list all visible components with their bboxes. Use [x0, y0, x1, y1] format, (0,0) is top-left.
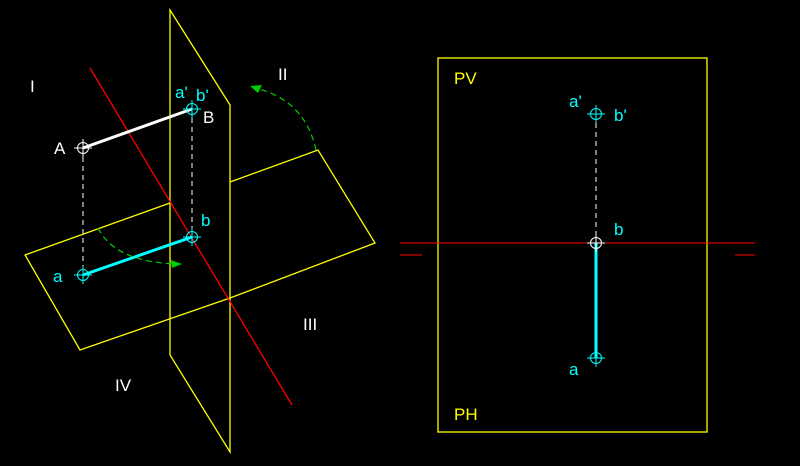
plane-PV-label: PV [454, 69, 477, 88]
point-b-marker-ortho [587, 234, 605, 252]
segment-ab [82, 235, 193, 277]
point-A-label: A [54, 139, 66, 158]
quadrant-III-label: III [303, 315, 317, 334]
projection-frame [437, 57, 708, 433]
point-B-label: B [203, 108, 214, 127]
point-b-prime-label: b' [196, 86, 209, 105]
segment-AB [82, 107, 193, 150]
point-A-marker [74, 139, 92, 157]
point-b-marker [183, 228, 201, 246]
plane-PH-label: PH [454, 405, 478, 424]
point-b-label-ortho: b [614, 220, 623, 239]
rotation-arrow-upper-head [250, 85, 262, 93]
vertical-plane [169, 7, 231, 455]
rotation-arrow-upper [254, 87, 317, 151]
rotation-arrow-lower-head [171, 260, 182, 268]
point-a-marker [74, 266, 92, 284]
horizontal-plane-back [229, 149, 376, 299]
horizontal-plane-front [24, 202, 231, 351]
pictorial-view: I II III IV A B a' b' a b [24, 7, 376, 455]
quadrant-II-label: II [278, 65, 287, 84]
point-a-b-prime-marker-ortho [587, 105, 605, 123]
quadrant-I-label: I [30, 77, 35, 96]
point-a-prime-label-ortho: a' [569, 92, 582, 111]
quadrant-IV-label: IV [115, 376, 132, 395]
point-b-label: b [201, 211, 210, 230]
point-a-marker-ortho [587, 349, 605, 367]
point-a-label: a [53, 267, 63, 286]
point-a-label-ortho: a [569, 360, 579, 379]
orthographic-view: PV PH a' b' b a [400, 57, 755, 433]
point-a-b-prime-marker [183, 100, 201, 118]
point-b-prime-label-ortho: b' [614, 106, 627, 125]
point-a-prime-label: a' [175, 83, 188, 102]
